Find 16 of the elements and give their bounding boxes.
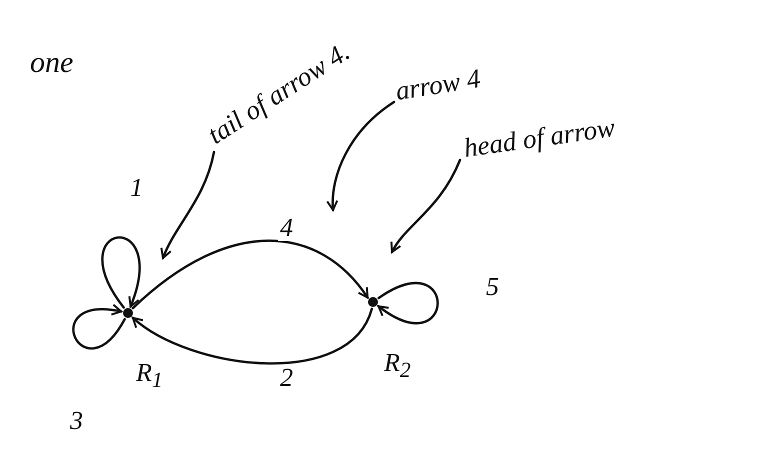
loop-arrow xyxy=(377,282,439,324)
handwritten-note: head of arrow xyxy=(462,114,617,162)
vertex-dot xyxy=(368,297,378,307)
leader-line xyxy=(326,100,396,212)
vertex-label: R$_{1}$ xyxy=(136,360,163,392)
handwritten-note: arrow 4 xyxy=(394,65,482,105)
handwritten-note: tail of arrow 4. xyxy=(203,38,354,149)
loop-arrow xyxy=(101,236,141,309)
vertex-dot xyxy=(123,308,133,318)
vertex-label: R$_{2}$ xyxy=(384,350,411,382)
leader-line xyxy=(160,150,216,260)
handwritten-text: one xyxy=(30,48,74,78)
loop-arrow xyxy=(72,304,126,350)
curved-arrow xyxy=(132,308,373,365)
curved-arrow xyxy=(132,240,369,310)
leader-line xyxy=(390,158,462,254)
